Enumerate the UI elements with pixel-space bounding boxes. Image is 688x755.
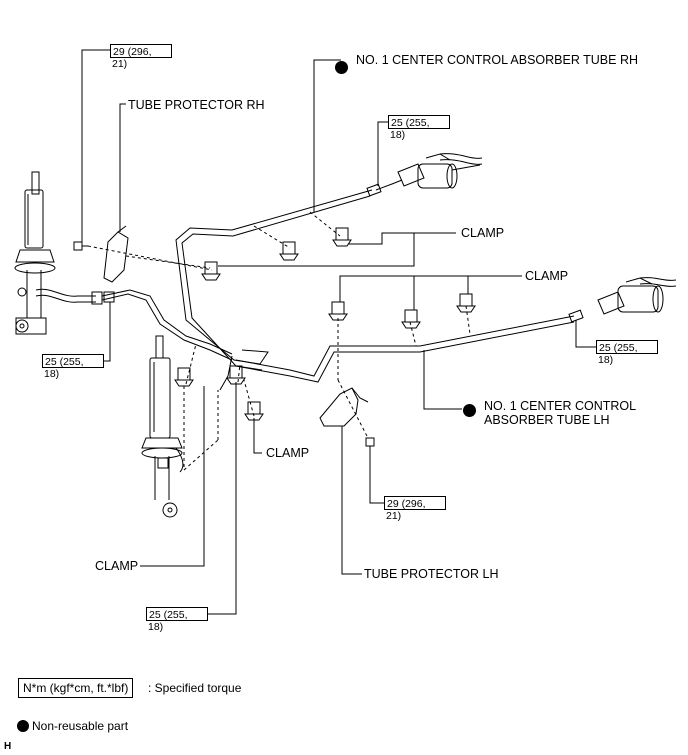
label-center-tube-lh-line1: NO. 1 CENTER CONTROL [484,399,637,413]
torque-bolt-lh-value: 29 (296, [384,496,446,510]
torque-nut-left: 25 (255, 18) [42,354,104,380]
torque-bolt-rh: 29 (296, 21) [110,44,172,70]
shock-absorber-upper-left [14,171,103,335]
legend-torque-desc: : Specified torque [148,681,242,695]
label-tube-protector-lh: TUBE PROTECTOR LH [364,567,499,581]
tube-protector-rh-part [103,225,129,283]
torque-bolt-lh-line2: 21) [386,510,402,522]
label-clamp-middle: CLAMP [525,269,569,283]
corner-mark: H [4,741,12,752]
non-reusable-marker-rh [335,61,348,74]
torque-nut-bottom-value: 25 (255, [146,607,208,621]
bolt-rh [73,241,88,251]
non-reusable-marker-lh [463,404,476,417]
clamp-9 [244,401,264,421]
label-center-tube-lh-line2: ABSORBER TUBE LH [484,413,610,427]
bolt-lh [365,437,375,452]
clamp-2 [332,227,352,247]
clamp-5 [401,309,421,329]
torque-bolt-rh-line2: 21) [112,58,128,70]
torque-nut-left-value: 25 (255, [42,354,104,368]
label-center-tube-rh: NO. 1 CENTER CONTROL ABSORBER TUBE RH [356,53,638,67]
clamp-1 [279,241,299,261]
label-clamp-upper: CLAMP [461,226,505,240]
torque-bolt-lh: 29 (296, 21) [384,496,446,522]
torque-nut-right-line2: 18) [598,354,614,366]
torque-nut-bottom-line2: 18) [148,621,164,633]
absorber-actuator-lh [568,277,677,323]
clamp-8 [226,365,246,385]
torque-nut-bottom: 25 (255, 18) [146,607,208,633]
legend-nonreusable-dot [17,720,29,732]
clamp-4 [328,301,348,321]
legend-torque-box: N*m (kgf*cm, ft.*lbf) [18,678,134,698]
tube-protector-lh-part [319,387,369,427]
label-tube-protector-rh: TUBE PROTECTOR RH [128,98,265,112]
clamps [174,227,476,421]
clamp-3 [201,261,221,281]
label-clamp-left: CLAMP [95,559,139,573]
label-clamp-lower: CLAMP [266,446,310,460]
absorber-actuator-rh [366,153,483,197]
torque-nut-rh-top: 25 (255, 18) [388,115,450,141]
torque-nut-right-value: 25 (255, [596,340,658,354]
label-center-tube-lh: NO. 1 CENTER CONTROL ABSORBER TUBE LH [484,399,636,427]
torque-nut-right: 25 (255, 18) [596,340,658,366]
legend-nonreusable-desc: Non-reusable part [32,719,129,733]
torque-nut-rh-top-value: 25 (255, [388,115,450,129]
nut-left [103,291,115,303]
torque-bolt-rh-value: 29 (296, [110,44,172,58]
clamp-7 [174,367,194,387]
torque-nut-left-line2: 18) [44,368,60,380]
shock-absorber-lower-left [141,335,184,518]
clamp-6 [456,293,476,313]
leader-lines [81,49,596,615]
torque-nut-rh-top-line2: 18) [390,129,406,141]
assembly-lines [87,211,471,471]
